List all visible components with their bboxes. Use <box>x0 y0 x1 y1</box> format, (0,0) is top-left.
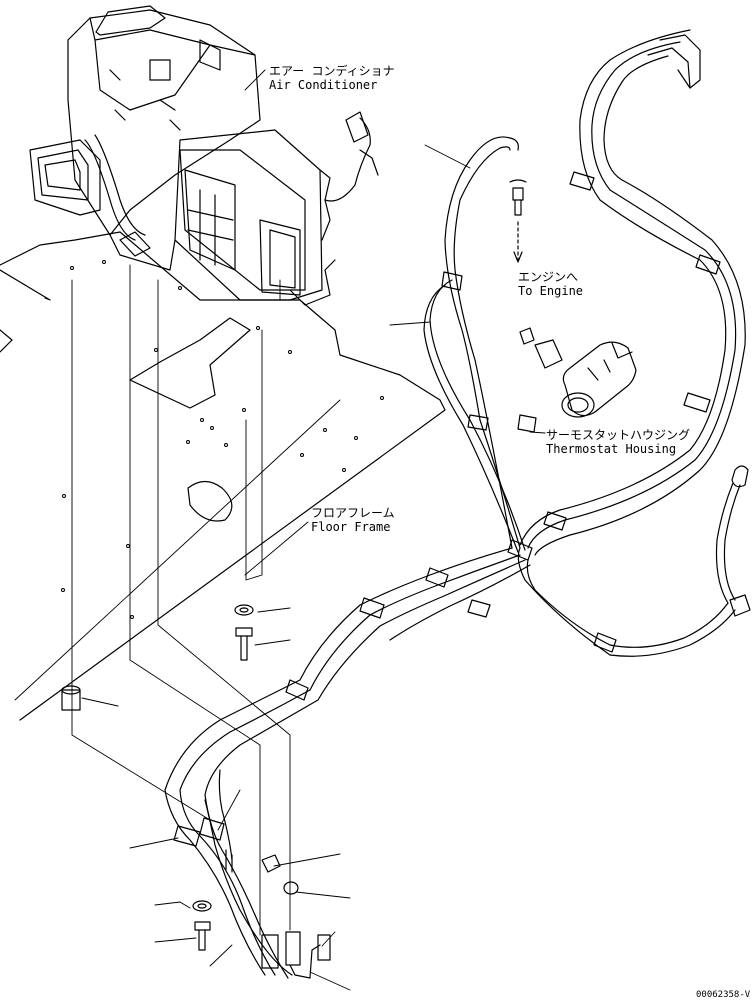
air-conditioner-unit <box>29 5 379 306</box>
floor-frame-label-en: Floor Frame <box>311 520 391 534</box>
engine-connector <box>509 179 527 263</box>
thermostat-housing-label-jp: サーモスタットハウジング <box>546 428 691 442</box>
hose-clamps <box>173 171 721 847</box>
assembly-lines <box>14 69 546 991</box>
floor-frame-label-jp: フロアフレーム <box>311 506 395 520</box>
drawing-number: 00062358-V <box>696 990 751 1000</box>
to-engine-label-jp: エンジンへ <box>518 270 579 284</box>
to-engine-label-en: To Engine <box>518 284 584 298</box>
floor-frame <box>0 231 446 721</box>
air-conditioner-label-en: Air Conditioner <box>269 78 378 92</box>
heater-hoses <box>164 29 751 979</box>
thermostat-housing-label-en: Thermostat Housing <box>546 442 677 456</box>
air-conditioner-label-jp: エアー コンディショナ <box>269 64 395 78</box>
fasteners <box>61 604 299 951</box>
thermostat-housing <box>519 327 637 418</box>
